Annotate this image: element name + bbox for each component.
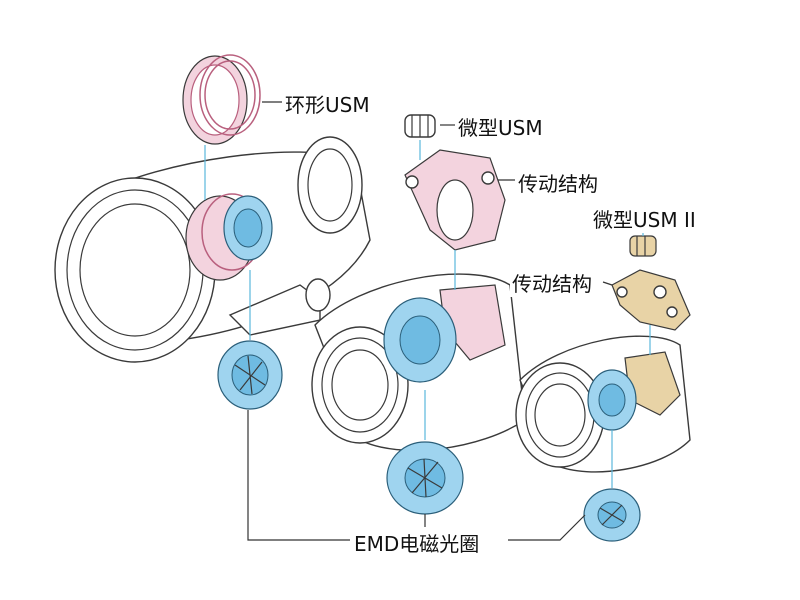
label-ring-usm: 环形USM	[283, 89, 372, 118]
middle-lens	[311, 273, 526, 452]
emd-leader-lines	[247, 410, 586, 541]
label-transmission-1: 传动结构	[516, 168, 600, 197]
label-micro-usm-ii: 微型USM II	[591, 204, 698, 233]
ring-usm-exploded	[182, 54, 261, 145]
emd-aperture-middle	[386, 441, 464, 515]
emd-aperture-right	[583, 488, 641, 542]
transmission-exploded-2	[611, 269, 691, 331]
label-emd: EMD电磁光圈	[352, 528, 482, 557]
large-lens	[54, 136, 371, 363]
label-micro-usm: 微型USM	[456, 112, 545, 141]
small-lens	[515, 335, 691, 473]
label-transmission-2: 传动结构	[510, 268, 594, 297]
emd-aperture-left	[217, 340, 283, 410]
micro-usm-exploded	[404, 114, 436, 138]
micro-usm-ii-exploded	[629, 235, 657, 257]
transmission-exploded-1	[404, 149, 506, 251]
